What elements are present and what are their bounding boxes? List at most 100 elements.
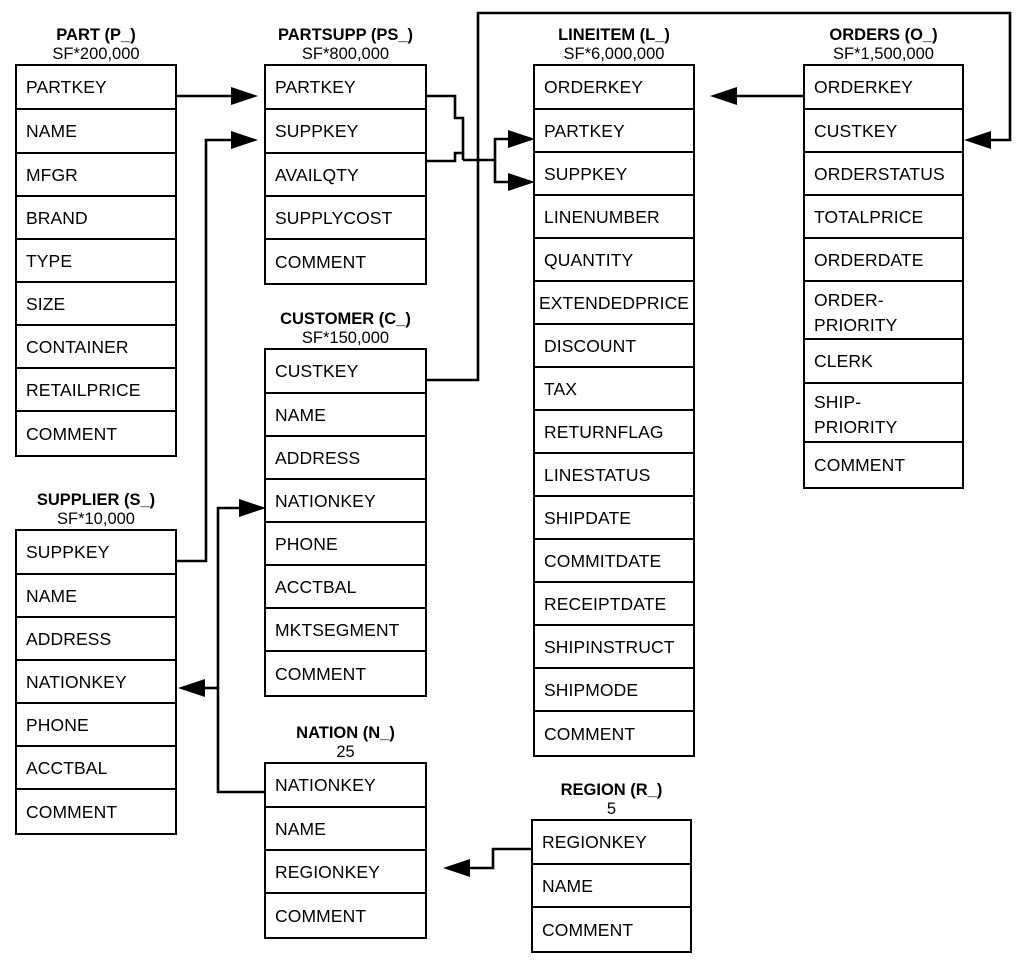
- edge-supplier-to-partsupp: [177, 131, 258, 563]
- table-nation-cardinality: 25: [336, 743, 355, 761]
- table-lineitem-title: LINEITEM (L_): [558, 26, 670, 44]
- field-partsupp-suppkey: SUPPKEY: [266, 110, 425, 154]
- field-orders-orderdate: ORDERDATE: [805, 239, 962, 282]
- table-orders-title: ORDERS (O_): [829, 26, 938, 44]
- field-supplier-name: NAME: [17, 575, 175, 618]
- table-supplier-title: SUPPLIER (S_): [36, 491, 156, 509]
- table-region-box: REGIONKEY NAME COMMENT: [531, 819, 692, 953]
- field-lineitem-suppkey: SUPPKEY: [535, 153, 693, 196]
- field-lineitem-orderkey: ORDERKEY: [535, 66, 693, 110]
- field-orders-orderkey: ORDERKEY: [805, 66, 962, 110]
- field-partsupp-comment: COMMENT: [275, 251, 367, 272]
- field-partsupp-partkey: PARTKEY: [266, 66, 425, 110]
- table-partsupp-cardinality: SF*800,000: [301, 45, 390, 63]
- field-partsupp-availqty: AVAILQTY: [266, 154, 425, 197]
- table-part-box: PARTKEY NAME MFGR BRAND TYPE SIZE CONTAI…: [15, 64, 177, 457]
- field-lineitem-quantity: QUANTITY: [535, 239, 693, 282]
- table-lineitem: LINEITEM (L_) SF*6,000,000 ORDERKEY PART…: [533, 26, 695, 757]
- table-part: PART (P_) SF*200,000 PARTKEY NAME MFGR B…: [15, 26, 177, 457]
- field-lineitem-discount: DISCOUNT: [535, 325, 693, 368]
- field-supplier-suppkey: SUPPKEY: [17, 531, 175, 575]
- field-customer-mktsegment: MKTSEGMENT: [266, 609, 425, 652]
- field-part-type: TYPE: [17, 240, 175, 283]
- table-part-title: PART (P_): [56, 26, 136, 44]
- edge-partsupp-to-lineitem: [427, 94, 535, 191]
- field-part-name: NAME: [17, 110, 175, 154]
- table-part-cardinality: SF*200,000: [52, 45, 140, 63]
- field-supplier-address: ADDRESS: [17, 618, 175, 661]
- field-region-name: NAME: [533, 865, 690, 908]
- field-lineitem-linenumber: LINENUMBER: [535, 196, 693, 239]
- field-supplier-acctbal: ACCTBAL: [17, 747, 175, 790]
- field-supplier-phone: PHONE: [17, 704, 175, 747]
- field-orders-totalprice: TOTALPRICE: [805, 196, 962, 239]
- field-lineitem-receiptdate: RECEIPTDATE: [535, 583, 693, 626]
- field-nation-nationkey: NATIONKEY: [266, 764, 425, 808]
- table-nation-title: NATION (N_): [296, 724, 395, 742]
- table-lineitem-box: ORDERKEY PARTKEY SUPPKEY LINENUMBER QUAN…: [533, 64, 695, 757]
- field-lineitem-tax: TAX: [535, 368, 693, 411]
- table-orders: ORDERS (O_) SF*1,500,000 ORDERKEY CUSTKE…: [803, 26, 964, 489]
- table-region-cardinality: 5: [606, 800, 617, 818]
- table-nation: NATION (N_) 25 NATIONKEY NAME REGIONKEY …: [264, 724, 427, 939]
- field-lineitem-shipinstruct: SHIPINSTRUCT: [535, 626, 693, 669]
- field-region-regionkey: REGIONKEY: [533, 821, 690, 865]
- field-orders-orderstatus: ORDERSTATUS: [805, 153, 962, 196]
- field-customer-address: ADDRESS: [266, 437, 425, 480]
- table-region: REGION (R_) 5 REGIONKEY NAME COMMENT: [531, 781, 692, 953]
- table-region-title: REGION (R_): [560, 781, 663, 799]
- table-orders-box: ORDERKEY CUSTKEY ORDERSTATUS TOTALPRICE …: [803, 64, 964, 489]
- edge-orders-to-lineitem: [710, 87, 803, 105]
- field-customer-acctbal: ACCTBAL: [266, 566, 425, 609]
- table-customer: CUSTOMER (C_) SF*150,000 CUSTKEY NAME AD…: [264, 310, 427, 697]
- field-part-brand: BRAND: [17, 197, 175, 240]
- edge-nation-to-supplier: [178, 679, 218, 697]
- edge-region-to-nation: [443, 847, 531, 877]
- table-customer-cardinality: SF*150,000: [301, 329, 390, 347]
- field-lineitem-shipmode: SHIPMODE: [535, 669, 693, 712]
- field-part-mfgr: MFGR: [17, 154, 175, 197]
- field-orders-orderpriority: ORDER- PRIORITY: [805, 282, 962, 340]
- field-supplier-nationkey: NATIONKEY: [17, 661, 175, 704]
- table-supplier-cardinality: SF*10,000: [57, 510, 135, 528]
- field-customer-nationkey: NATIONKEY: [266, 480, 425, 523]
- field-customer-phone: PHONE: [266, 523, 425, 566]
- field-orders-shippriority-line2: PRIORITY: [814, 417, 898, 437]
- field-orders-orderpriority-line2: PRIORITY: [814, 315, 898, 335]
- field-customer-name: NAME: [266, 394, 425, 437]
- field-lineitem-extendedprice: EXTENDEDPRICE: [535, 282, 693, 325]
- table-nation-box: NATIONKEY NAME REGIONKEY COMMENT: [264, 762, 427, 939]
- field-nation-comment: COMMENT: [275, 905, 367, 926]
- field-orders-orderpriority-line1: ORDER-: [814, 290, 884, 310]
- field-lineitem-commitdate: COMMITDATE: [535, 540, 693, 583]
- field-orders-shippriority-line1: SHIP-: [814, 392, 862, 412]
- field-part-size: SIZE: [17, 283, 175, 326]
- table-supplier-box: SUPPKEY NAME ADDRESS NATIONKEY PHONE ACC…: [15, 529, 177, 835]
- field-part-retailprice: RETAILPRICE: [17, 369, 175, 412]
- field-orders-shippriority: SHIP- PRIORITY: [805, 384, 962, 443]
- field-part-comment: COMMENT: [26, 423, 118, 444]
- edge-part-to-partsupp: [177, 87, 258, 105]
- table-partsupp-box: PARTKEY SUPPKEY AVAILQTY SUPPLYCOST COMM…: [264, 64, 427, 285]
- table-lineitem-cardinality: SF*6,000,000: [563, 45, 665, 63]
- table-supplier: SUPPLIER (S_) SF*10,000 SUPPKEY NAME ADD…: [15, 491, 177, 835]
- field-customer-custkey: CUSTKEY: [266, 350, 425, 394]
- table-partsupp-title: PARTSUPP (PS_): [277, 26, 414, 44]
- field-lineitem-partkey: PARTKEY: [535, 110, 693, 153]
- table-customer-title: CUSTOMER (C_): [280, 310, 411, 328]
- field-lineitem-comment: COMMENT: [544, 723, 636, 744]
- table-orders-cardinality: SF*1,500,000: [833, 45, 934, 63]
- field-part-partkey: PARTKEY: [17, 66, 175, 110]
- field-lineitem-returnflag: RETURNFLAG: [535, 411, 693, 454]
- field-nation-regionkey: REGIONKEY: [266, 851, 425, 894]
- table-customer-box: CUSTKEY NAME ADDRESS NATIONKEY PHONE ACC…: [264, 348, 427, 697]
- field-lineitem-linestatus: LINESTATUS: [535, 454, 693, 497]
- field-orders-clerk: CLERK: [805, 340, 962, 384]
- edge-nation-to-customer: [216, 499, 266, 794]
- field-supplier-comment: COMMENT: [26, 801, 118, 822]
- field-orders-custkey: CUSTKEY: [805, 110, 962, 153]
- field-nation-name: NAME: [266, 808, 425, 851]
- field-lineitem-shipdate: SHIPDATE: [535, 497, 693, 540]
- field-partsupp-supplycost: SUPPLYCOST: [266, 197, 425, 240]
